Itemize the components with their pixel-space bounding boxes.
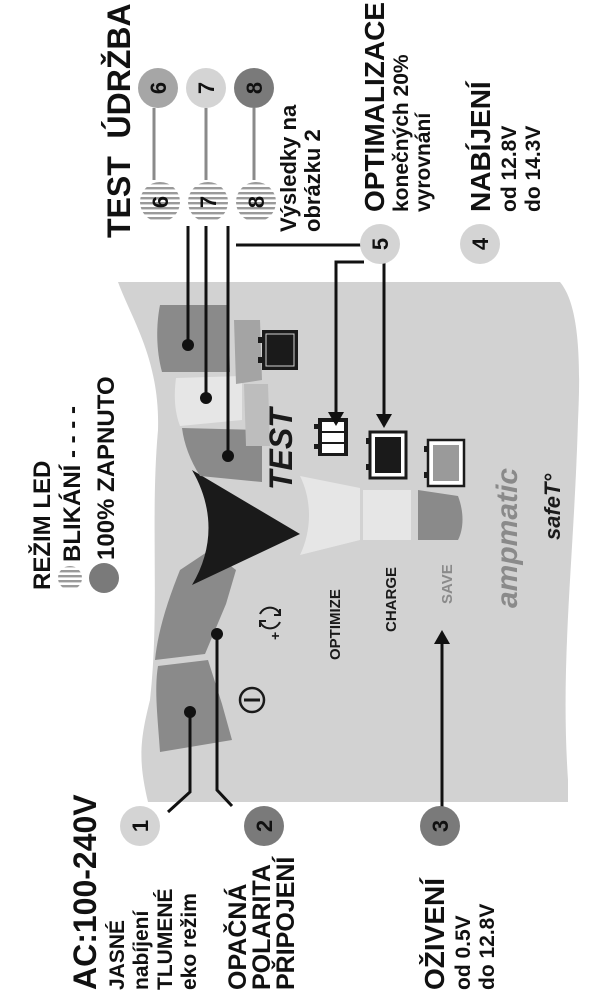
badge-6-blink-label: 6 [148,196,173,208]
badge-7-blink-label: 7 [196,196,221,208]
power-line-1: JASNÉ [106,920,129,990]
results-note-line-1: Výsledky na [276,104,301,232]
test-maintenance-header: TEST ÚDRŽBA [101,3,137,238]
charge-line-2: do 14.3V [522,126,545,212]
arrow-test-8 [222,450,234,462]
power-title: AC:100-240V [67,794,103,990]
revive-title: OŽIVENÍ [419,877,450,990]
led-blink-swatch [58,566,82,590]
battery-save-icon [424,440,464,486]
dot-polarity [211,628,223,640]
revive-line-2: do 12.8V [476,904,499,990]
badge-8-top-label: 8 [242,82,267,94]
badge-3: 3 [420,806,460,846]
panel-save-label: SAVE [439,564,456,604]
sub-brand-text: safeT° [540,474,565,540]
arrow-test-6 [182,339,194,351]
badge-4-label: 4 [468,237,493,250]
badge-1-label: 1 [128,820,153,832]
power-line-3: TLUMENÉ [154,889,177,991]
badge-7-blink: 7 [188,182,228,222]
charge-line-1: od 12.8V [498,126,521,212]
badge-6-blink: 6 [140,182,180,222]
badge-8-blink: 8 [236,182,276,222]
battery-optimize-icon [314,418,348,456]
badge-7-top-label: 7 [194,82,219,94]
panel-charge-label: CHARGE [383,567,400,632]
charger-panel: + OPTIMIZE CHARGE SAVE TEST ampmatic saf… [118,282,579,802]
badge-3-label: 3 [428,820,453,832]
badge-2: 2 [244,806,284,846]
badge-8-top: 8 [234,68,274,108]
badge-8-blink-label: 8 [244,196,269,208]
badge-7-top: 7 [186,68,226,108]
optimize-title: OPTIMALIZACE [359,2,390,212]
optimize-label: OPTIMALIZACE konečných 20% vyrovnání [359,2,435,212]
battery-test-icon [258,330,298,370]
results-note-line-2: obrázku 2 [300,129,325,232]
led-legend: REŽIM LED BLIKÁNÍ - - - - 100% ZAPNUTO [28,376,120,593]
svg-text:+: + [267,632,283,640]
power-line-4: eko režim [178,893,201,990]
battery-charge-icon [366,432,406,478]
revive-line-1: od 0.5V [452,915,475,990]
led-legend-blink: BLIKÁNÍ - - - - [58,406,86,562]
badge-6-top: 6 [138,68,178,108]
brand-logo-text: ampmatic [491,468,524,608]
panel-test-label: TEST [263,406,299,490]
polarity-label: OPAČNÁ POLARITA PŘIPOJENÍ [222,856,300,990]
test-button-6[interactable] [157,305,230,372]
optimize-line-1: konečných 20% [390,54,413,212]
badge-2-label: 2 [252,820,277,832]
power-line-2: nabíjení [130,909,153,990]
badge-5-label: 5 [368,238,393,250]
optimize-line-2: vyrovnání [412,112,435,212]
led-legend-on: 100% ZAPNUTO [93,376,120,560]
results-note: Výsledky na obrázku 2 [276,104,325,232]
badge-6-top-label: 6 [146,82,171,94]
dot-power [184,706,196,718]
test-stripe-1 [234,320,262,384]
badge-5: 5 [360,224,400,264]
charge-title: NABÍJENÍ [465,80,496,212]
save-indicator [418,490,463,540]
charge-light-area [363,490,411,540]
badge-1: 1 [120,806,160,846]
polarity-line-3: PŘIPOJENÍ [270,856,300,990]
led-legend-title: REŽIM LED [28,461,56,590]
charge-label: NABÍJENÍ od 12.8V do 14.3V [465,80,545,212]
panel-optimize-label: OPTIMIZE [327,589,344,660]
led-on-swatch [89,563,119,593]
arrow-test-7 [200,392,212,404]
revive-label: OŽIVENÍ od 0.5V do 12.8V [419,877,499,990]
badge-4: 4 [460,224,500,264]
